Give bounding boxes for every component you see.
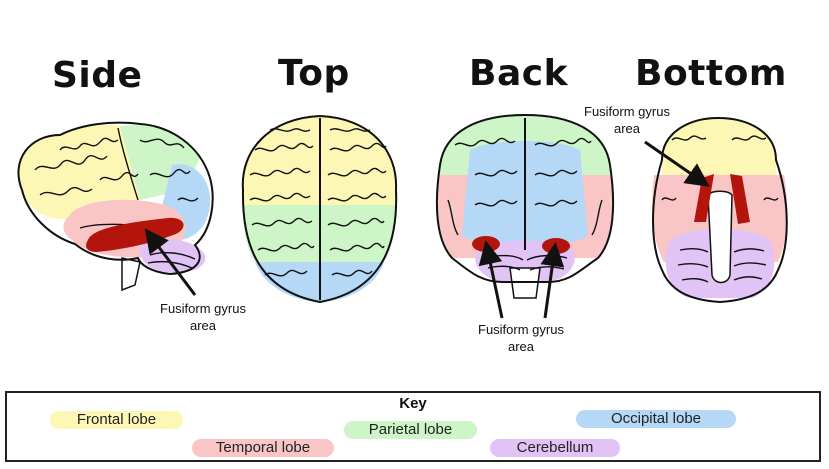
bottom-fusiform-right: [730, 174, 750, 224]
side-brainstem: [121, 257, 141, 292]
side-brain-outline: [17, 121, 214, 276]
key-parietal-lobe: Parietal lobe: [344, 421, 477, 439]
key-occipital-lobe: Occipital lobe: [576, 410, 736, 428]
key-box: Key Frontal lobe Temporal lobe Parietal …: [5, 391, 821, 462]
back-brain-outline: [435, 113, 615, 283]
back-label-arrow-right: [540, 242, 565, 319]
side-frontal-lobe: [18, 124, 141, 220]
title-side: Side: [52, 55, 143, 96]
bottom-frontal-lobe: [662, 118, 776, 180]
side-fusiform-region: [86, 217, 184, 252]
side-gyri: [34, 127, 199, 269]
bottom-brainstem: [707, 190, 733, 284]
side-fusiform-label: Fusiform gyrus area: [160, 301, 246, 333]
back-fusiform-label: Fusiform gyrus area: [478, 322, 564, 354]
back-label-arrow-left: [478, 240, 504, 319]
key-title: Key: [399, 395, 427, 412]
side-label-arrow: [144, 228, 197, 296]
bottom-fusiform-label: Fusiform gyrus area: [584, 104, 670, 136]
key-frontal-lobe: Frontal lobe: [50, 411, 183, 429]
bottom-gyri: [661, 135, 779, 283]
top-brain-outline: [241, 114, 398, 304]
title-top: Top: [278, 53, 350, 94]
bottom-label-arrow: [644, 140, 710, 187]
top-gyri: [249, 128, 387, 277]
key-cerebellum: Cerebellum: [490, 439, 620, 457]
bottom-brain-outline: [652, 116, 788, 304]
title-bottom: Bottom: [635, 53, 787, 94]
key-temporal-lobe: Temporal lobe: [192, 439, 334, 457]
title-back: Back: [469, 53, 569, 94]
